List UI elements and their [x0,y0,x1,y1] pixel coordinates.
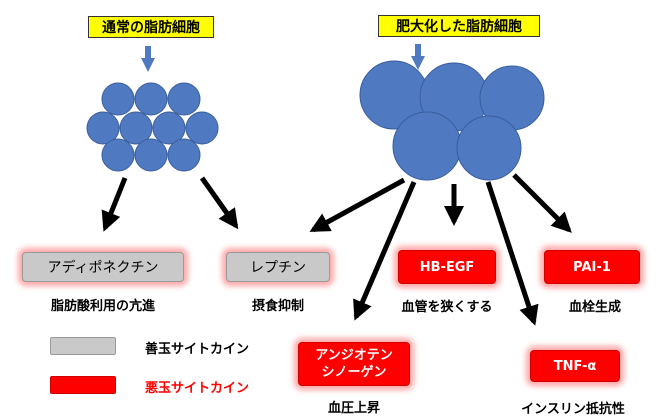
box-hbegf: HB-EGF [398,250,496,284]
box-tnfa-label: TNF-α [553,358,597,374]
legend-bad-text: 悪玉サイトカイン [145,381,250,396]
arrow-to-tnfa [485,181,539,326]
arrow-to-leptin [199,176,239,230]
arrow-to-adiponectin [101,177,128,232]
box-leptin: レプチン [226,252,330,282]
box-leptin-label: レプチン [250,260,306,276]
small-arrow-left [141,46,155,72]
effect-adiponectin: 脂肪酸利用の亢進 [50,299,155,314]
effect-tnfa: インスリン抵抗性 [521,402,625,417]
box-adiponectin-label: アディポネクチン [47,260,159,276]
normal-cell-cluster [86,82,219,172]
box-angiotensinogen: アンジオテン シノーゲン [298,342,410,386]
arrow-to-pai1 [512,173,572,233]
small-arrow-right [411,44,425,70]
effect-angiotensinogen: 血圧上昇 [327,401,380,416]
box-pai1: PAI-1 [544,250,640,284]
effect-pai1: 血栓生成 [568,300,621,315]
effect-leptin: 摂食抑制 [251,299,304,314]
box-angiotensinogen-label-1: アンジオテン [315,348,393,363]
hypertrophic-cell-cluster [359,60,545,181]
box-tnfa: TNF-α [530,350,620,382]
legend-bad-swatch [50,376,116,394]
title-normal-adipocyte: 通常の脂肪細胞 [88,16,214,38]
box-pai1-label: PAI-1 [573,259,611,275]
box-angiotensinogen-label-2: シノーゲン [321,365,387,380]
legend-good-text: 善玉サイトカイン [145,342,250,357]
legend-good-swatch [50,337,116,355]
effect-hbegf: 血管を狭くする [401,300,493,315]
box-hbegf-label: HB-EGF [419,259,475,275]
title-hypertrophic-adipocyte: 肥大化した脂肪細胞 [378,15,540,37]
box-adiponectin: アディポネクチン [22,252,184,282]
arrow-to-leptin-from-large [309,177,406,233]
arrow-to-angiotensinogen [353,181,417,321]
